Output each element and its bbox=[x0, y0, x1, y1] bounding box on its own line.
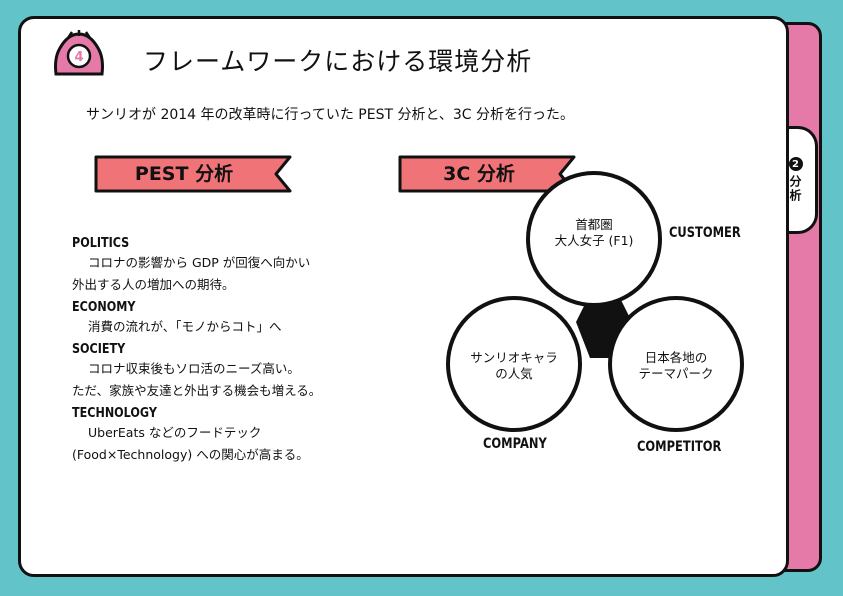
pest-line: UberEats などのフードテック bbox=[88, 425, 262, 440]
content-card bbox=[18, 16, 789, 577]
pest-banner: PEST 分析 bbox=[94, 155, 292, 193]
section-tab-label: 分析 bbox=[788, 175, 802, 203]
section-number-icon: 2 bbox=[788, 157, 803, 171]
three-c-banner-label: 3C 分析 bbox=[443, 163, 515, 185]
pest-line: (Food×Technology) への関心が高まる。 bbox=[72, 447, 309, 462]
badge-number: 4 bbox=[74, 50, 83, 65]
pest-heading: POLITICS bbox=[72, 236, 130, 251]
pest-line: ただ、家族や友達と外出する機会も増える。 bbox=[72, 383, 322, 398]
customer-text: 首都圏 大人女子 (F1) bbox=[554, 217, 634, 248]
pest-line: コロナ収束後もソロ活のニーズ高い。 bbox=[88, 361, 300, 376]
competitor-label: COMPETITOR bbox=[637, 439, 722, 455]
pest-line: 外出する人の増加への期待。 bbox=[72, 277, 235, 292]
pest-line: 消費の流れが、「モノからコト」へ bbox=[88, 319, 282, 334]
pest-item-economy: ECONOMY 消費の流れが、「モノからコト」へ bbox=[72, 300, 321, 338]
customer-label: CUSTOMER bbox=[669, 225, 741, 241]
intro-text: サンリオが 2014 年の改革時に行っていた PEST 分析と、3C 分析を行っ… bbox=[86, 107, 575, 123]
pest-item-technology: TECHNOLOGY UberEats などのフードテック (Food×Tech… bbox=[72, 406, 321, 466]
pest-line: コロナの影響から GDP が回復へ向かい bbox=[88, 255, 311, 270]
pest-banner-label: PEST 分析 bbox=[134, 163, 234, 185]
pest-heading: TECHNOLOGY bbox=[72, 406, 157, 421]
company-label: COMPANY bbox=[483, 436, 547, 452]
pest-heading: SOCIETY bbox=[72, 342, 126, 357]
pest-list: POLITICS コロナの影響から GDP が回復へ向かい 外出する人の増加への… bbox=[72, 236, 321, 470]
competitor-text: 日本各地の テーマパーク bbox=[638, 350, 714, 381]
pest-item-society: SOCIETY コロナ収束後もソロ活のニーズ高い。 ただ、家族や友達と外出する機… bbox=[72, 342, 321, 402]
competitor-circle bbox=[608, 296, 744, 432]
page-title: フレームワークにおける環境分析 bbox=[143, 47, 533, 76]
three-c-diagram: 首都圏 大人女子 (F1) サンリオキャラ の人気 日本各地の テーマパーク C… bbox=[440, 162, 770, 472]
customer-circle bbox=[526, 171, 662, 307]
section-badge-icon: 4 bbox=[48, 28, 110, 76]
pest-item-politics: POLITICS コロナの影響から GDP が回復へ向かい 外出する人の増加への… bbox=[72, 236, 321, 296]
pest-heading: ECONOMY bbox=[72, 300, 136, 315]
company-circle bbox=[446, 296, 582, 432]
company-text: サンリオキャラ の人気 bbox=[470, 350, 558, 381]
